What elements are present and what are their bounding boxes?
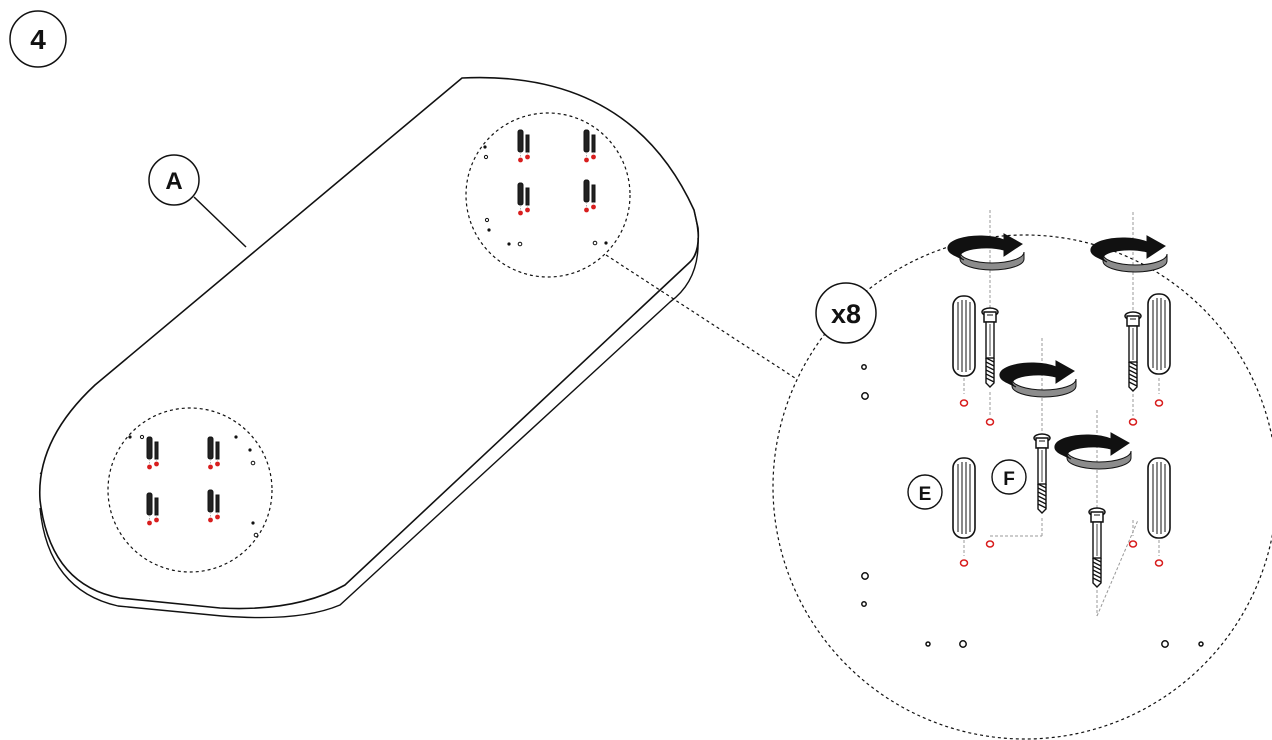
step-number-badge: 4	[9, 10, 67, 68]
panel-holes	[861, 364, 1204, 648]
alignment-guides	[963, 210, 1160, 617]
part-f-letter: F	[1003, 469, 1015, 490]
quantity-text: x8	[831, 299, 861, 329]
dowel-icon	[952, 457, 976, 539]
dowel-icon	[1147, 293, 1171, 375]
quantity-badge: x8	[815, 282, 877, 344]
table-top-panel	[38, 76, 700, 619]
dowel-e-label: E	[907, 474, 943, 510]
hole-markers	[959, 399, 1164, 567]
bolt-f-label: F	[991, 459, 1027, 495]
part-e-letter: E	[919, 484, 932, 505]
panel-a-label: A	[148, 154, 247, 248]
dowel-icon	[952, 295, 976, 377]
dowel-icon	[1147, 457, 1171, 539]
detail-area-lower	[107, 407, 273, 573]
detail-area-upper	[465, 112, 631, 278]
part-a-letter: A	[165, 168, 182, 195]
step-number: 4	[30, 24, 46, 55]
zoom-leader-line	[605, 254, 796, 379]
